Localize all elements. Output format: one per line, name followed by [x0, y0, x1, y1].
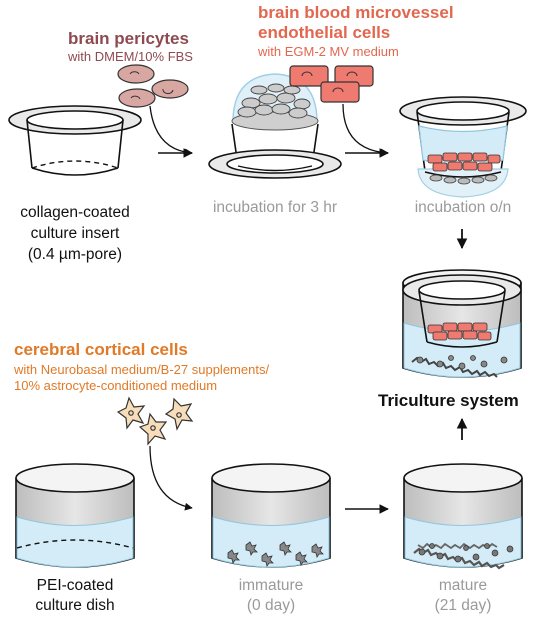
immature-label-line1: immature	[238, 577, 304, 594]
pericytes-medium: with DMEM/10% FBS	[68, 49, 193, 64]
mature-label-line1: mature	[438, 577, 488, 594]
dish-label-line1: PEI-coated	[36, 577, 114, 594]
endothelial-cells-icon	[289, 65, 374, 103]
triculture-system-icon	[402, 269, 522, 378]
immature-dish	[211, 463, 331, 568]
cortical-medium-line2: 10% astrocyte-conditioned medium	[14, 378, 218, 393]
mature-dish	[403, 463, 523, 570]
cortical-medium-line1: with Neurobasal medium/B-27 supplements/	[14, 362, 270, 377]
endothelial-title-line2: endothelial cells	[258, 23, 391, 42]
arrow-pericytes	[149, 105, 193, 157]
step-incubation-3hr: incubation for 3 hr	[212, 199, 338, 216]
mature-label-line2: (21 day)	[434, 597, 492, 614]
endothelial-title-line1: brain blood microvessel	[258, 3, 454, 22]
triculture-label: Triculture system	[378, 391, 519, 410]
insert-pericytes-endothelial	[399, 96, 527, 198]
cortical-title: cerebral cortical cells	[14, 340, 188, 359]
insert-label-line1: collagen-coated	[20, 204, 130, 221]
immature-label-line2: (0 day)	[246, 597, 296, 614]
dish-label-line2: culture dish	[35, 597, 115, 614]
insert-with-pericytes	[208, 73, 342, 179]
arrow-cortical	[149, 445, 193, 511]
empty-culture-insert	[8, 105, 142, 176]
insert-label-line2: culture insert	[30, 225, 120, 242]
pericytes-title: brain pericytes	[68, 29, 189, 48]
arrow-endothelial	[342, 103, 389, 157]
pericyte-cells-icon	[117, 64, 189, 108]
step-incubation-on: incubation o/n	[414, 199, 512, 216]
pei-coated-dish	[15, 463, 135, 568]
endothelial-medium: with EGM-2 MV medium	[258, 44, 399, 59]
insert-label-line3: (0.4 µm-pore)	[27, 246, 123, 263]
cortical-cells-icon	[116, 396, 194, 446]
